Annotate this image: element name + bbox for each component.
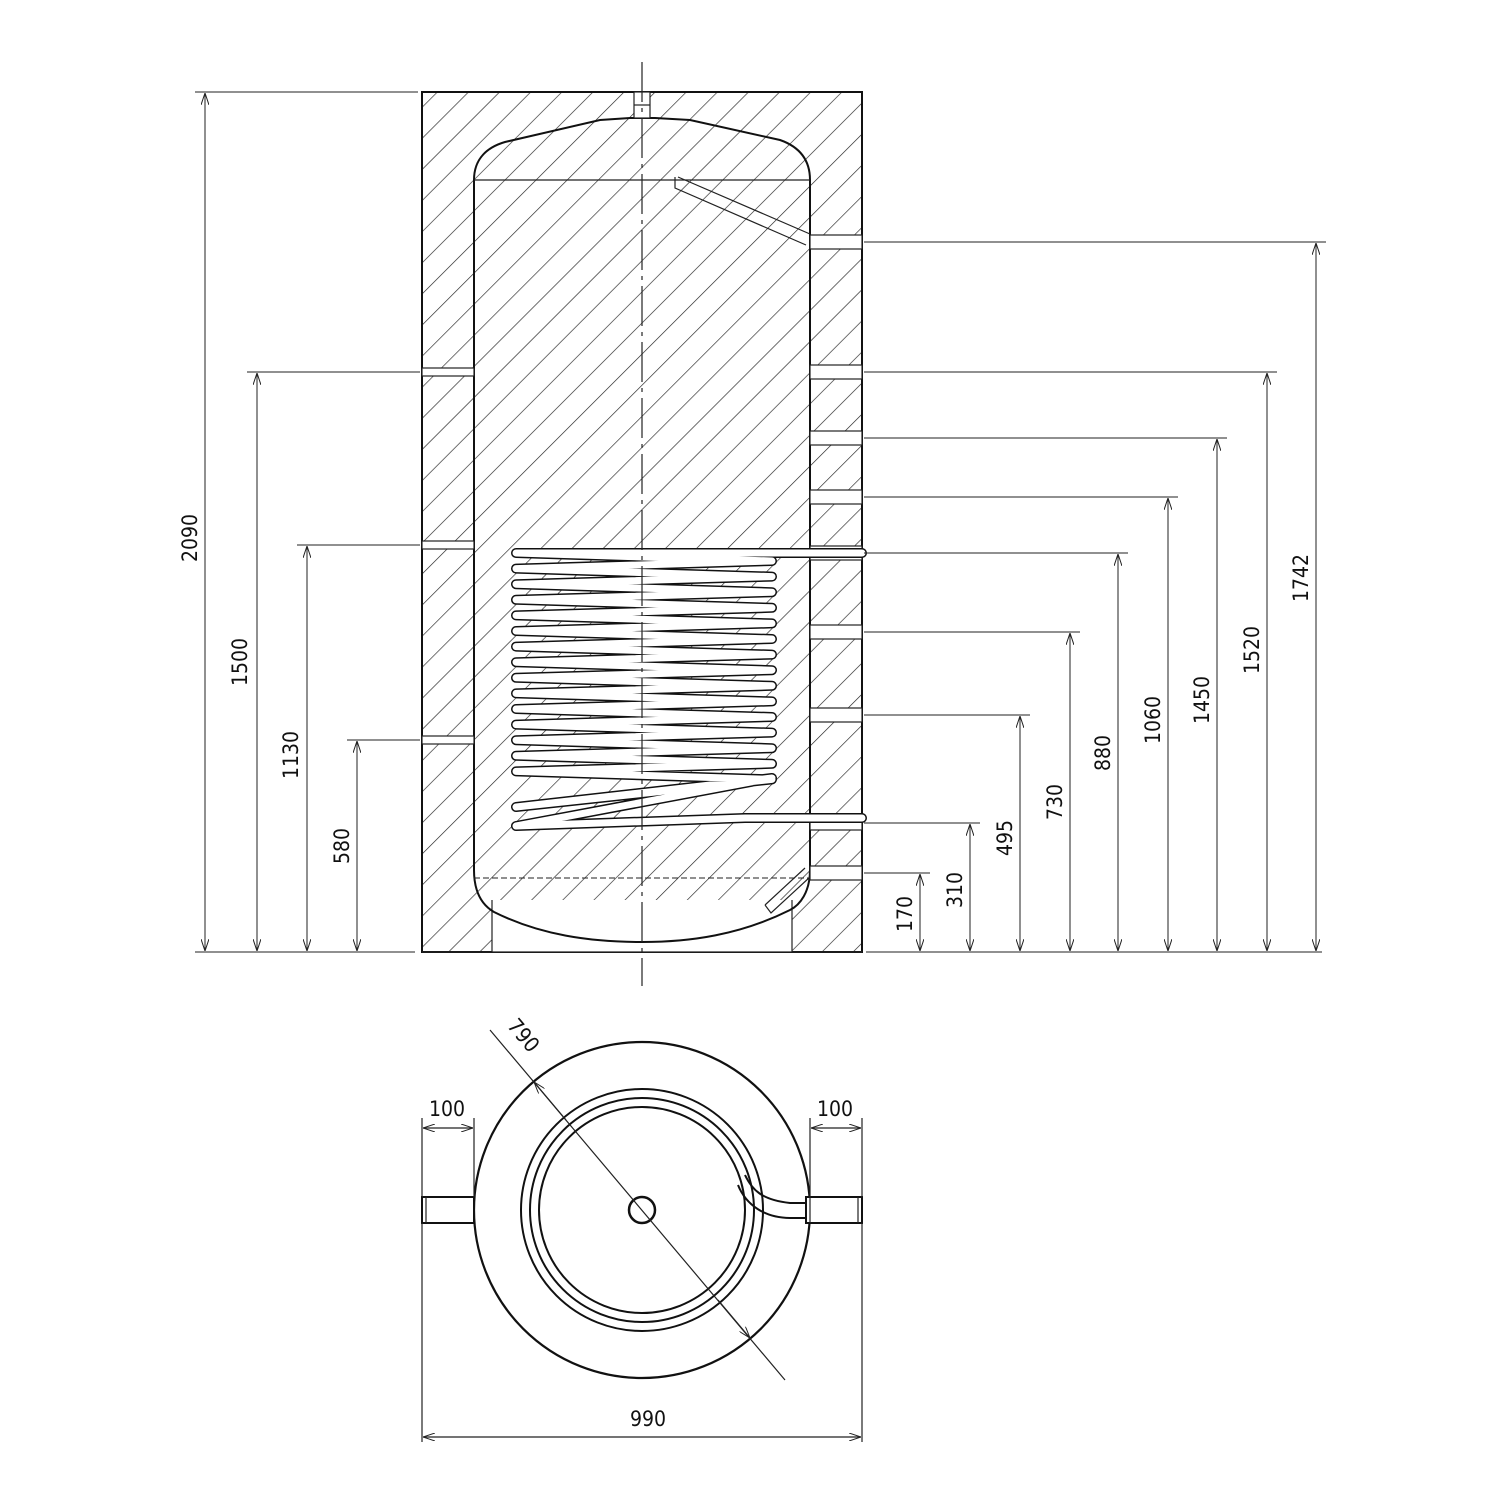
dim-label-790: 790 [503, 1014, 545, 1057]
right-port [809, 234, 863, 250]
top-plan-view: 790 100 100 990 [421, 1014, 863, 1442]
sensor-pocket-upper [674, 176, 811, 246]
dim-label-170: 170 [893, 896, 917, 932]
right-port [809, 624, 863, 640]
left-port [421, 367, 475, 377]
dim-label-100-left: 100 [429, 1097, 465, 1121]
dim-label-2090: 2090 [178, 514, 202, 562]
dim-label-1520: 1520 [1240, 626, 1264, 674]
right-port [809, 489, 863, 505]
dim-label-1742: 1742 [1289, 554, 1313, 602]
coil-tube-fill [512, 549, 866, 830]
dim-label-1450: 1450 [1190, 676, 1214, 724]
dim-label-1130: 1130 [279, 731, 303, 779]
coil-ring-inner [538, 1106, 746, 1314]
coil-ring-outer [520, 1088, 764, 1332]
heat-exchanger-coil [511, 548, 867, 831]
dim-label-580: 580 [330, 828, 354, 864]
dim-label-100-right: 100 [817, 1097, 853, 1121]
dim-label-1060: 1060 [1141, 696, 1165, 744]
dim-label-990: 990 [630, 1407, 666, 1431]
left-port [421, 735, 475, 745]
right-port [809, 707, 863, 723]
dimension-lines [195, 91, 1326, 953]
tank-body [473, 117, 811, 944]
dim-label-495: 495 [993, 820, 1017, 856]
dim-label-880: 880 [1091, 735, 1115, 771]
left-connection-stub [421, 1196, 475, 1224]
coil-ring-middle [529, 1097, 755, 1323]
right-dimension-labels: 170 310 495 730 880 1060 1450 1520 1742 [893, 554, 1313, 932]
dim-label-730: 730 [1043, 784, 1067, 820]
dim-label-310: 310 [943, 872, 967, 908]
right-port [809, 865, 863, 881]
right-connection-stub [805, 1196, 863, 1224]
sensor-pocket-lower [764, 867, 811, 914]
dim-label-1500: 1500 [228, 638, 252, 686]
right-port [809, 430, 863, 446]
right-port [809, 364, 863, 380]
front-section-view [421, 62, 867, 986]
left-dimension-labels: 2090 1500 1130 580 [178, 514, 354, 864]
left-port [421, 540, 475, 550]
